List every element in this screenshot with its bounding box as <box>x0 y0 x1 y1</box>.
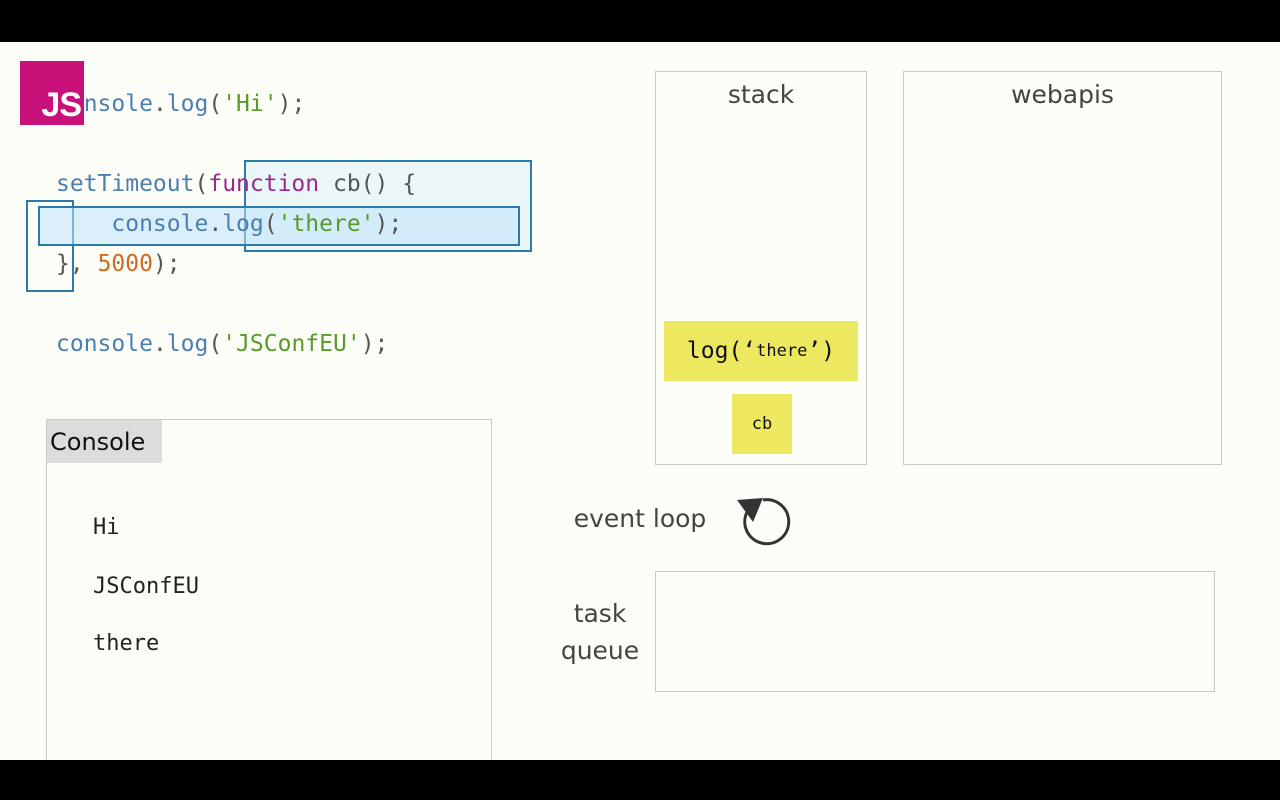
code-token: log <box>166 91 209 117</box>
webapis-title: webapis <box>1011 80 1114 109</box>
console-title: Console <box>47 420 162 463</box>
code-token: ( <box>194 171 209 197</box>
js-logo-text: JS <box>41 86 82 124</box>
code-line-2: setTimeout(function cb() { <box>56 170 416 198</box>
task-queue-label-line2: queue <box>560 636 640 665</box>
code-token: log <box>222 211 264 237</box>
letterbox-top <box>0 0 1280 42</box>
code-token <box>56 211 111 237</box>
console-panel: Console Hi JSConfEU there <box>46 419 492 760</box>
code-line-1: console.log('Hi'); <box>56 90 305 118</box>
code-token: ); <box>374 211 403 237</box>
code-token: , <box>69 251 98 277</box>
refresh-arrow-icon <box>737 498 791 546</box>
stack-frame-cb-label: cb <box>751 414 773 434</box>
code-token: log <box>166 331 209 357</box>
js-logo: JS <box>20 61 84 125</box>
code-token: ); <box>277 91 306 117</box>
code-token: ); <box>152 251 181 277</box>
code-token: cb() { <box>319 171 417 197</box>
task-queue-label-line1: task <box>573 599 627 628</box>
webapis-panel: webapis <box>903 71 1222 465</box>
stack-panel: stack log(‘there’) cb <box>655 71 867 465</box>
code-token: . <box>152 91 167 117</box>
callback-closing-highlight <box>26 200 74 292</box>
code-token: ( <box>208 331 223 357</box>
stack-frame-log: log(‘there’) <box>664 321 858 381</box>
stack-frame-log-arg: there <box>756 341 808 361</box>
console-output-line: JSConfEU <box>93 574 199 599</box>
code-token: 'Hi' <box>222 91 278 117</box>
stack-frame-cb: cb <box>732 394 792 454</box>
stack-title: stack <box>727 80 795 109</box>
code-token: console <box>111 211 209 237</box>
task-queue-panel <box>655 571 1215 692</box>
letterbox-bottom <box>0 760 1280 800</box>
event-loop-label: event loop <box>573 504 707 533</box>
code-line-5: console.log('JSConfEU'); <box>56 330 388 358</box>
stack-frame-log-end: ’) <box>807 338 836 364</box>
code-token: 'JSConfEU' <box>222 331 361 357</box>
current-line-highlight <box>38 206 520 246</box>
code-token: 5000 <box>97 251 153 277</box>
code-line-3: console.log('there'); <box>56 210 402 238</box>
code-token: setTimeout <box>56 171 195 197</box>
code-token: . <box>208 211 223 237</box>
code-token: 'there' <box>277 211 375 237</box>
code-token: } <box>56 251 70 277</box>
console-output-line: there <box>93 631 160 656</box>
code-token: ( <box>263 211 278 237</box>
code-line-4: }, 5000); <box>56 250 181 278</box>
code-token: ); <box>360 331 389 357</box>
slide: JS console.log('Hi'); setTimeout(functio… <box>0 42 1280 760</box>
code-token: ( <box>208 91 223 117</box>
code-token: console <box>56 331 153 357</box>
code-token: . <box>152 331 167 357</box>
task-queue-label: task queue <box>548 595 652 669</box>
code-token: function <box>208 171 320 197</box>
console-output-line: Hi <box>93 515 120 540</box>
stack-frame-log-fn: log(‘ <box>686 338 757 364</box>
